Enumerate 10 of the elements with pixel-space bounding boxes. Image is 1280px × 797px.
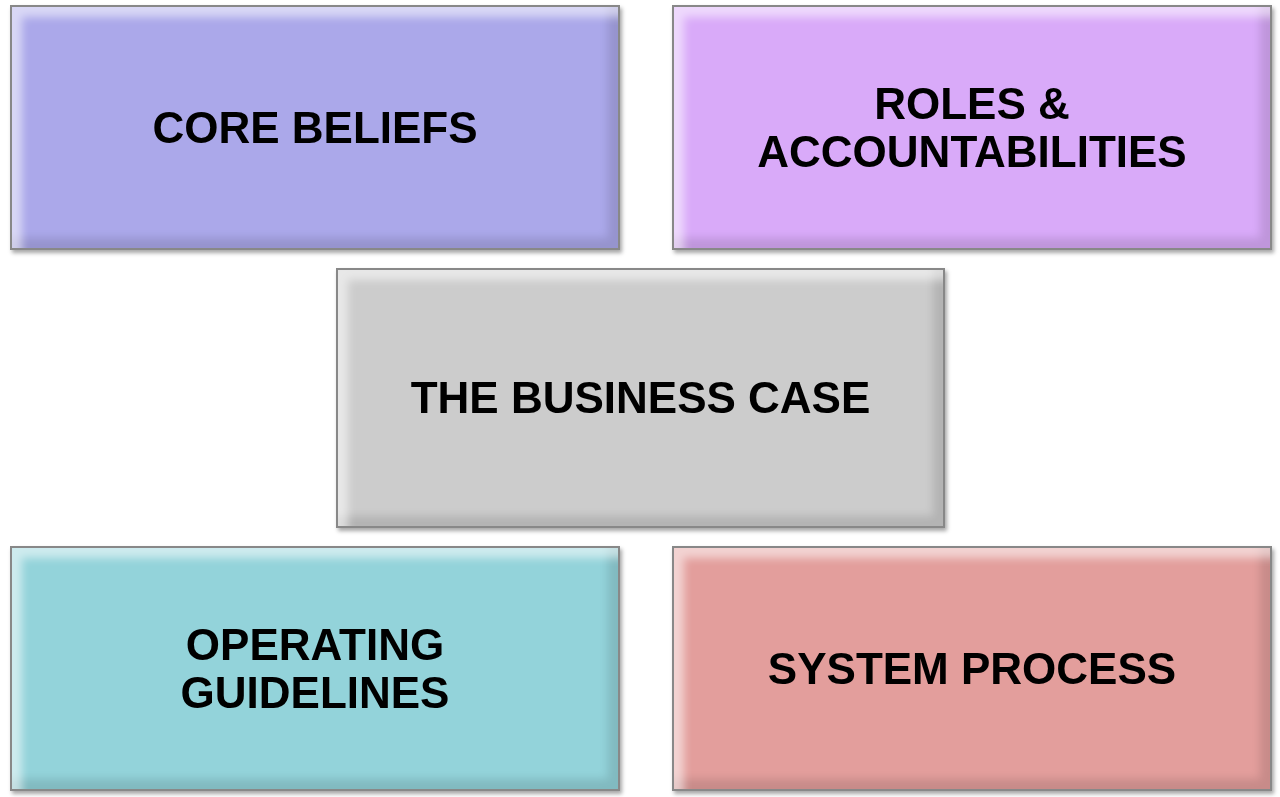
- panel-title: OPERATING GUIDELINES: [179, 620, 451, 717]
- panel-title: ROLES & ACCOUNTABILITIES: [756, 79, 1188, 176]
- panel-title: CORE BELIEFS: [152, 103, 478, 152]
- center-panel: [336, 268, 945, 528]
- panel-title: SYSTEM PROCESS: [767, 644, 1177, 693]
- panel-title: THE BUSINESS CASE: [410, 374, 871, 422]
- tile-panel: [10, 5, 620, 250]
- tile-panel: [672, 546, 1272, 791]
- tile-panel: [672, 5, 1272, 250]
- tile-panel: [10, 546, 620, 791]
